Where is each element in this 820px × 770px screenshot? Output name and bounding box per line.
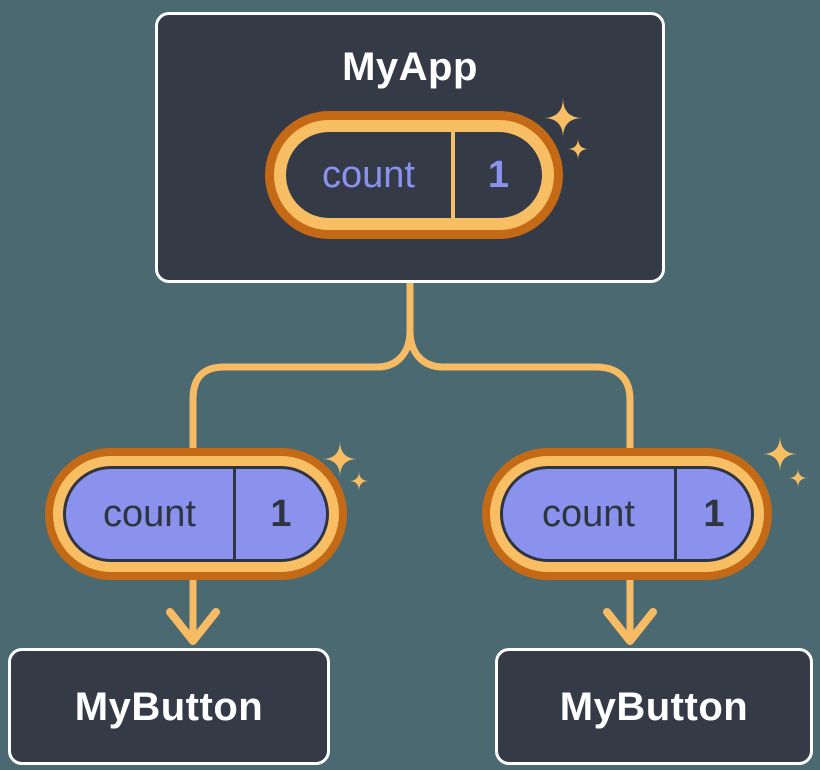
component-title: MyButton bbox=[74, 684, 264, 729]
pill-divider bbox=[451, 132, 455, 218]
component-node-mybutton-left: MyButton bbox=[8, 648, 330, 765]
pill-divider bbox=[674, 469, 677, 559]
component-title: MyButton bbox=[559, 684, 749, 729]
prop-name: count bbox=[103, 492, 196, 535]
state-pill-body: count 1 bbox=[286, 132, 542, 218]
prop-pill-left: count 1 bbox=[45, 448, 347, 580]
state-name-segment: count bbox=[286, 132, 451, 218]
prop-pill-body: count 1 bbox=[63, 466, 329, 562]
prop-pill-ring: count 1 bbox=[490, 456, 764, 572]
component-node-mybutton-right: MyButton bbox=[495, 648, 813, 765]
prop-pill-body: count 1 bbox=[500, 466, 754, 562]
state-value: 1 bbox=[487, 153, 510, 196]
prop-name-segment: count bbox=[66, 469, 233, 559]
prop-value: 1 bbox=[703, 492, 725, 535]
sparkle-icon bbox=[762, 436, 798, 472]
arrow-down-icon bbox=[166, 608, 220, 645]
prop-value-segment: 1 bbox=[236, 469, 326, 559]
prop-name: count bbox=[542, 492, 635, 535]
sparkle-icon bbox=[349, 471, 369, 491]
state-pill-ring: count 1 bbox=[274, 120, 554, 230]
state-value-segment: 1 bbox=[455, 132, 542, 218]
prop-value-segment: 1 bbox=[677, 469, 751, 559]
prop-pill-ring: count 1 bbox=[53, 456, 339, 572]
component-title: MyApp bbox=[342, 45, 478, 89]
arrow-down-icon bbox=[603, 608, 657, 645]
prop-value: 1 bbox=[270, 492, 292, 535]
state-pill-root: count 1 bbox=[265, 111, 563, 239]
state-name: count bbox=[322, 153, 415, 196]
sparkle-icon bbox=[788, 468, 808, 488]
prop-name-segment: count bbox=[503, 469, 674, 559]
prop-pill-right: count 1 bbox=[482, 448, 772, 580]
